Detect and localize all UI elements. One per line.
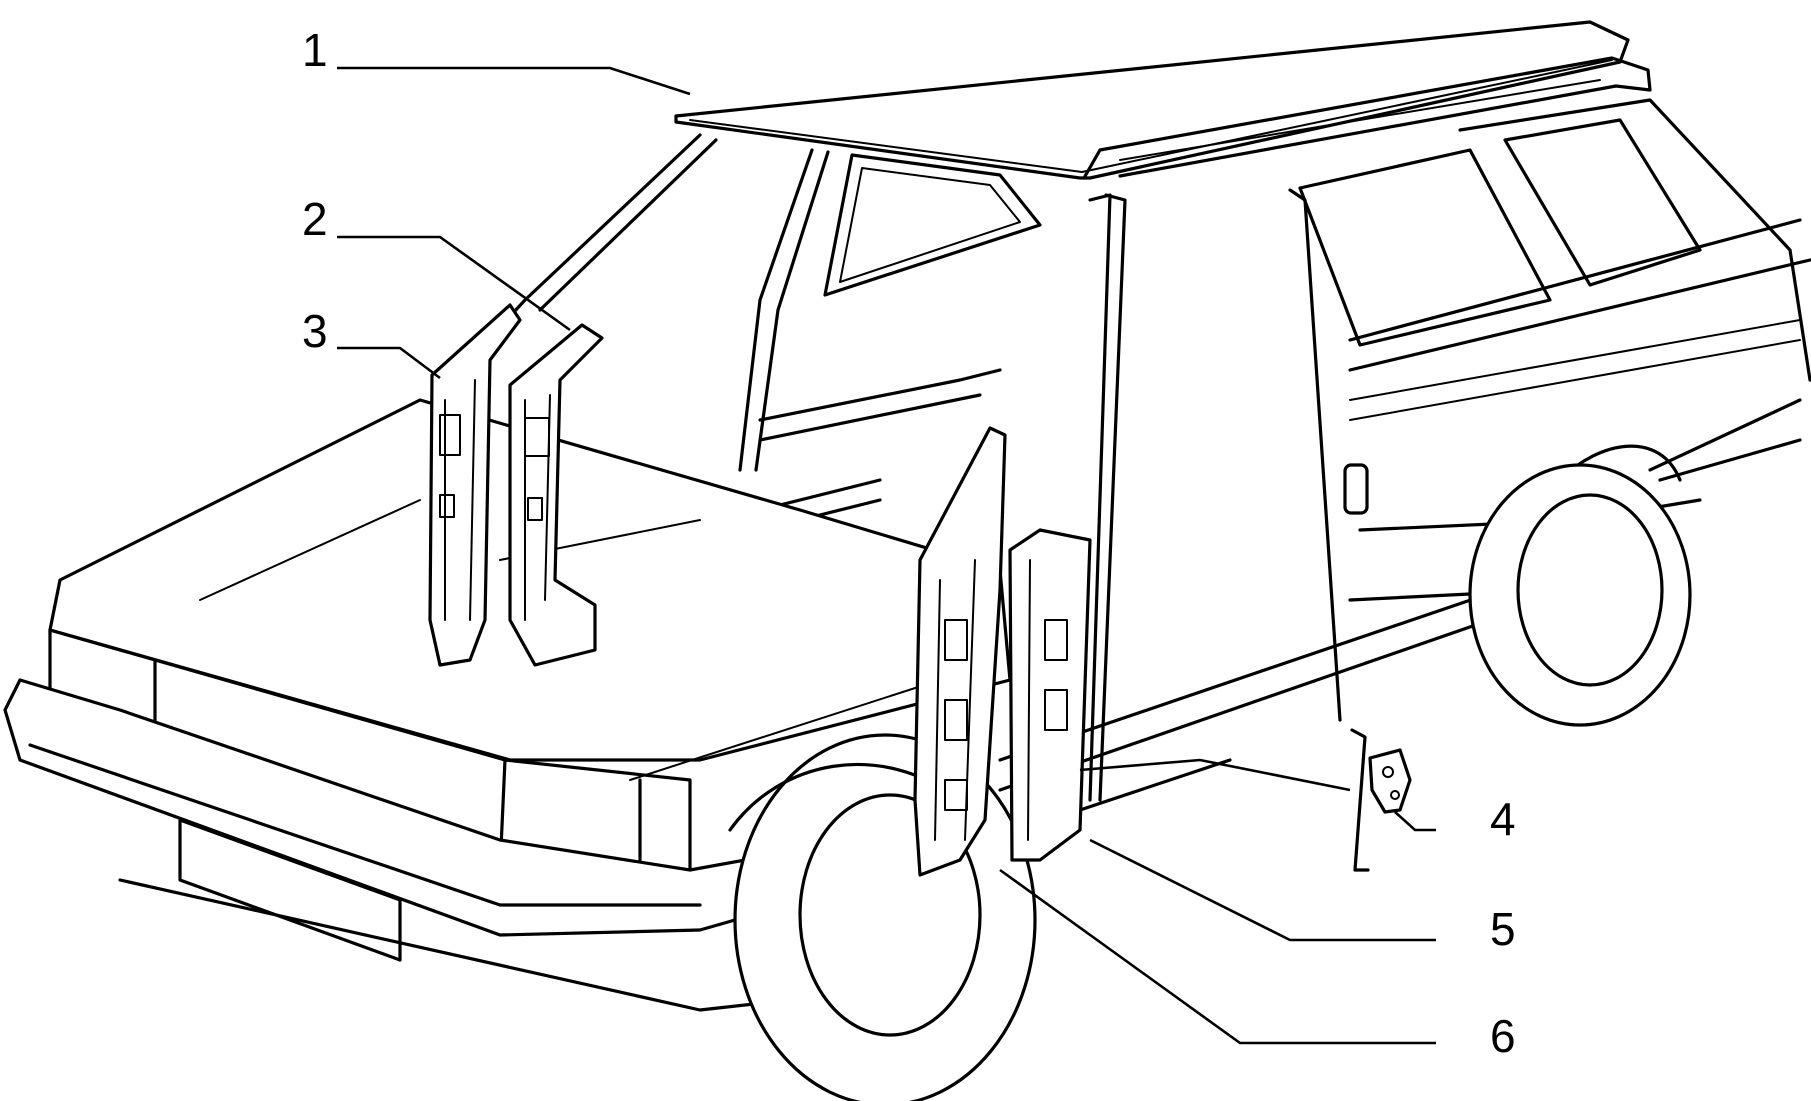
callout-1: 1 bbox=[302, 24, 328, 76]
pillar-part-6 bbox=[913, 426, 1007, 877]
callout-3: 3 bbox=[302, 305, 328, 357]
leader-4b bbox=[1079, 758, 1351, 792]
leader-6 bbox=[999, 868, 1436, 1045]
callout-4: 4 bbox=[1490, 793, 1516, 845]
leader-3 bbox=[337, 346, 441, 380]
sill-part-5 bbox=[1008, 528, 1092, 862]
callout-6: 6 bbox=[1490, 1010, 1516, 1062]
pillar-part-3 bbox=[428, 303, 522, 667]
pillar-part-2 bbox=[508, 323, 604, 667]
bracket-part-4 bbox=[1350, 728, 1412, 872]
front-wheel bbox=[733, 733, 1037, 1101]
callout-5: 5 bbox=[1490, 903, 1516, 955]
leader-5 bbox=[1089, 838, 1436, 942]
leader-4 bbox=[1394, 811, 1436, 832]
rear-wheel bbox=[1468, 463, 1692, 727]
car-body bbox=[3, 20, 1811, 1101]
leader-lines bbox=[337, 66, 1436, 1045]
leader-2 bbox=[337, 235, 571, 332]
callout-2: 2 bbox=[302, 193, 328, 245]
door-handle bbox=[1343, 463, 1369, 515]
leader-1 bbox=[337, 66, 691, 96]
